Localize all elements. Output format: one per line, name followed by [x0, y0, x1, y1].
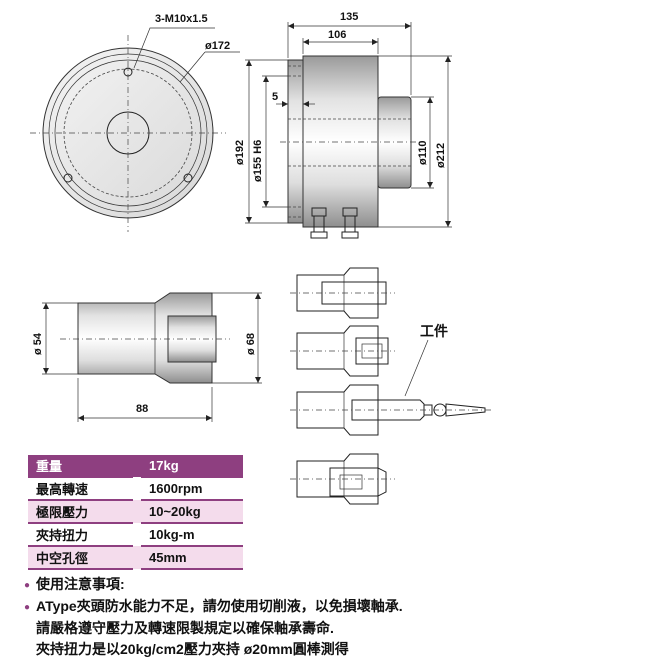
dia172-label: ø172 — [205, 40, 230, 52]
dia110-label: ø110 — [417, 141, 429, 165]
spec-value: 10~20kg — [137, 500, 243, 524]
side-view: 135 106 5 ø192 ø155 H6 ø110 — [234, 11, 452, 239]
front-view: 3-M10x1.5 ø172 — [30, 13, 240, 232]
thread-label: 3-M10x1.5 — [155, 13, 208, 25]
spec-label: 極限壓力 — [28, 500, 137, 524]
example-1 — [290, 267, 395, 319]
spec-table: 重量 17kg 最高轉速 1600rpm 極限壓力 10~20kg 夾持扭力 1… — [28, 455, 243, 570]
usage-notes: ●使用注意事項: ●AType夾頭防水能力不足，請勿使用切削液，以免損壞軸承. … — [24, 574, 634, 660]
workholding-examples: 工件 — [290, 267, 492, 505]
spec-row-max-speed: 最高轉速 1600rpm — [28, 477, 243, 501]
bullet-icon: ● — [24, 580, 31, 591]
spec-row-pressure: 極限壓力 10~20kg — [28, 500, 243, 524]
workpiece-label: 工件 — [420, 323, 448, 339]
spec-row-torque: 夾持扭力 10kg-m — [28, 523, 243, 547]
dim5-label: 5 — [272, 91, 278, 103]
dia212-label: ø212 — [435, 143, 447, 168]
dia68-label: ø 68 — [245, 333, 257, 355]
note-item: ● AType夾頭防水能力不足，請勿使用切削液，以免損壞軸承. — [24, 596, 634, 618]
example-4 — [290, 453, 395, 505]
air-fitting-right — [341, 207, 359, 239]
spec-label: 中空孔徑 — [28, 546, 137, 570]
bullet-icon: ● — [24, 602, 31, 613]
spec-row-bore: 中空孔徑 45mm — [28, 546, 243, 570]
note-text: AType夾頭防水能力不足，請勿使用切削液，以免損壞軸承. — [36, 598, 403, 614]
dim88-label: 88 — [136, 403, 148, 415]
spec-row-weight: 重量 17kg — [28, 455, 243, 478]
note-item-continued: 請嚴格遵守壓力及轉速限製規定以確保軸承壽命. — [36, 620, 334, 636]
dia54-label: ø 54 — [32, 332, 44, 355]
dim135-label: 135 — [340, 11, 358, 23]
spec-value: 1600rpm — [137, 477, 243, 501]
spec-label: 重量 — [28, 455, 137, 478]
dia155-label: ø155 H6 — [252, 140, 264, 182]
notes-heading: ● 使用注意事項: — [24, 574, 634, 596]
spec-label: 夾持扭力 — [28, 523, 137, 547]
spec-value: 17kg — [137, 455, 243, 478]
spec-value: 45mm — [137, 546, 243, 570]
technical-drawing: 3-M10x1.5 ø172 135 — [30, 11, 492, 505]
collet-view: ø 54 ø 68 88 — [32, 292, 262, 422]
example-2 — [290, 325, 395, 377]
spec-label: 最高轉速 — [28, 477, 137, 501]
notes-heading-text: 使用注意事項: — [36, 576, 125, 592]
note-item-continued: 夾持扭力是以20kg/cm2壓力夾持 ø20mm圓棒測得 — [36, 641, 349, 657]
dim106-label: 106 — [328, 29, 346, 41]
dia192-label: ø192 — [234, 140, 246, 165]
spec-value: 10kg-m — [137, 523, 243, 547]
air-fitting-left — [310, 207, 328, 239]
example-3: 工件 — [290, 323, 492, 436]
